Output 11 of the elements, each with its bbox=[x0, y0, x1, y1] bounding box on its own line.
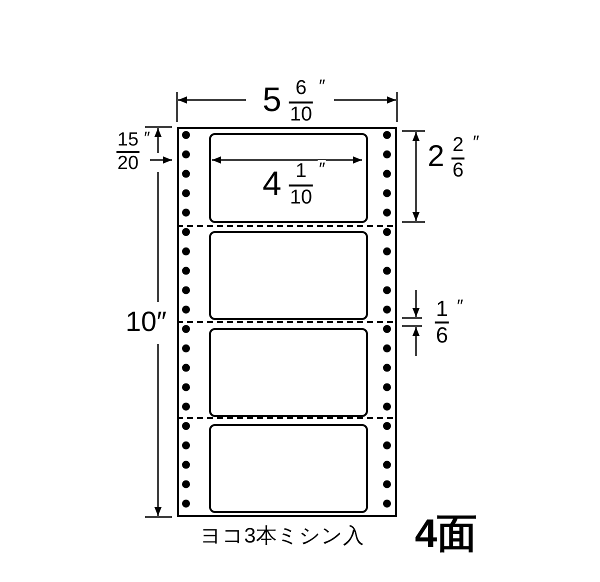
note-text: ヨコ3本ミシン入 bbox=[200, 526, 364, 546]
fraction-denominator: 6 bbox=[434, 322, 450, 346]
label-box bbox=[209, 424, 368, 513]
fraction-denominator: 10 bbox=[288, 102, 314, 124]
fraction-denominator: 6 bbox=[451, 158, 465, 180]
fraction-denominator: 10 bbox=[288, 184, 314, 208]
label-box bbox=[209, 328, 368, 417]
label-box bbox=[209, 231, 368, 320]
label-box bbox=[209, 133, 368, 223]
count-text: 4面 bbox=[414, 514, 478, 554]
fraction-denominator: 20 bbox=[116, 151, 140, 173]
